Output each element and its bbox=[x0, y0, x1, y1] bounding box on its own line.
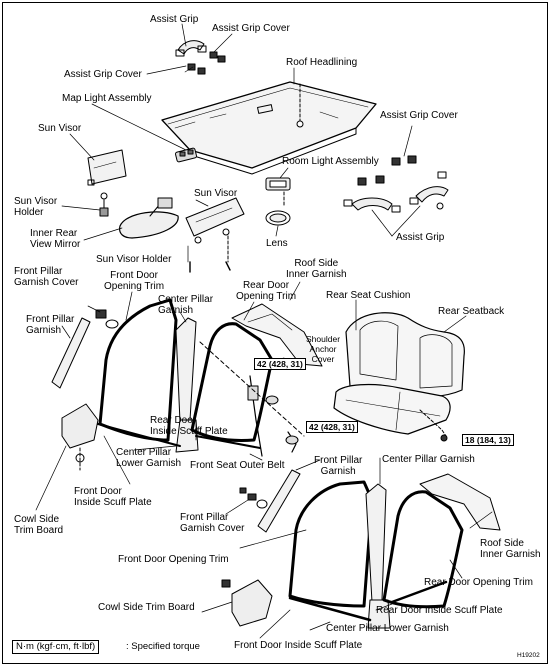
inner-rear-view-mirror-drawing bbox=[119, 197, 179, 239]
lower-front-pillar-drawing bbox=[239, 469, 301, 533]
front-pillar-garnish-left-drawing bbox=[51, 309, 119, 389]
assist-grip-top-drawing bbox=[175, 40, 226, 75]
label-sun-visor-holder-left: Sun Visor Holder bbox=[14, 196, 58, 218]
label-rear-seatback: Rear Seatback bbox=[438, 306, 505, 317]
label-front-pillar-garnish-cover-bottom: Front Pillar Garnish Cover bbox=[180, 512, 245, 534]
sun-visor-left-drawing bbox=[87, 149, 127, 217]
label-assist-grip-cover-left: Assist Grip Cover bbox=[64, 69, 142, 80]
assist-grip-right-drawing bbox=[343, 155, 449, 213]
label-rear-door-opening-trim-bottom: Rear Door Opening Trim bbox=[424, 577, 533, 588]
lower-front-door-opening-trim-drawing bbox=[288, 480, 374, 608]
label-inner-rear-view-mirror: Inner Rear View Mirror bbox=[30, 228, 81, 250]
torque-spec-3: 18 (184, 13) bbox=[462, 434, 514, 446]
cowl-side-trim-board-left-drawing bbox=[61, 403, 99, 471]
lower-roof-side-inner-garnish-drawing bbox=[419, 473, 501, 531]
torque-spec-1: 42 (428, 31) bbox=[254, 358, 306, 370]
front-door-opening-trim-top-drawing bbox=[98, 298, 178, 442]
torque-legend-text: : Specified torque bbox=[126, 641, 200, 652]
label-map-light-assembly: Map Light Assembly bbox=[62, 93, 152, 104]
lower-cowl-side-trim-board-drawing bbox=[221, 579, 273, 627]
label-front-door-inside-scuff-plate-top: Front Door Inside Scuff Plate bbox=[74, 486, 152, 508]
room-light-drawing bbox=[265, 177, 291, 226]
front-seat-outer-belt-drawing bbox=[199, 341, 305, 457]
label-front-door-inside-scuff-plate-bottom: Front Door Inside Scuff Plate bbox=[234, 640, 363, 651]
label-room-light-assembly: Room Light Assembly bbox=[282, 156, 379, 167]
label-shoulder-anchor-cover: Shoulder Anchor Cover bbox=[306, 334, 341, 364]
roof-side-inner-garnish-top-drawing bbox=[231, 303, 323, 367]
label-cowl-side-trim-board-left: Cowl Side Trim Board bbox=[14, 514, 64, 536]
label-assist-grip-cover-top: Assist Grip Cover bbox=[212, 23, 290, 34]
label-roof-headlining: Roof Headlining bbox=[286, 57, 358, 68]
rear-seat-drawing bbox=[333, 312, 465, 442]
label-front-seat-outer-belt: Front Seat Outer Belt bbox=[190, 460, 285, 471]
label-front-pillar-garnish-left: Front Pillar Garnish bbox=[26, 314, 75, 336]
label-assist-grip-top: Assist Grip bbox=[150, 14, 199, 25]
label-front-door-opening-trim-bottom: Front Door Opening Trim bbox=[118, 554, 229, 565]
label-cowl-side-trim-board-bottom: Cowl Side Trim Board bbox=[98, 602, 195, 613]
label-front-door-opening-trim-top: Front Door Opening Trim bbox=[104, 270, 165, 292]
label-front-pillar-garnish-bottom: Front Pillar Garnish bbox=[314, 455, 363, 477]
label-center-pillar-lower-garnish-top: Center Pillar Lower Garnish bbox=[116, 447, 182, 469]
lower-rear-door-opening-trim-drawing bbox=[382, 490, 464, 609]
label-roof-side-inner-garnish-top: Roof Side Inner Garnish bbox=[286, 258, 347, 280]
lower-scuff-plates-drawing bbox=[288, 580, 448, 622]
label-rear-door-opening-trim-top: Rear Door Opening Trim bbox=[236, 280, 297, 302]
figure-id: H19202 bbox=[517, 652, 540, 659]
label-sun-visor-mid: Sun Visor bbox=[194, 188, 238, 199]
map-light-drawing bbox=[175, 147, 197, 163]
label-rear-door-inside-scuff-plate-bottom: Rear Door Inside Scuff Plate bbox=[376, 605, 503, 616]
label-sun-visor-left: Sun Visor bbox=[38, 123, 82, 134]
center-pillar-top-drawing bbox=[97, 317, 274, 453]
label-rear-door-inside-scuff-plate-top: Rear Door Inside Scuff Plate bbox=[150, 415, 228, 437]
label-assist-grip-cover-right: Assist Grip Cover bbox=[380, 110, 458, 121]
sun-visor-mid-drawing bbox=[185, 197, 245, 273]
label-center-pillar-garnish-bottom: Center Pillar Garnish bbox=[382, 454, 475, 465]
label-assist-grip-right: Assist Grip bbox=[396, 232, 445, 243]
label-rear-seat-cushion: Rear Seat Cushion bbox=[326, 290, 411, 301]
torque-legend-unit: N·m (kgf·cm, ft·lbf) bbox=[12, 640, 100, 654]
label-front-pillar-garnish-cover-top: Front Pillar Garnish Cover bbox=[14, 266, 79, 288]
label-lens: Lens bbox=[266, 238, 288, 249]
torque-spec-2: 42 (428, 31) bbox=[306, 421, 358, 433]
label-center-pillar-garnish-top: Center Pillar Garnish bbox=[158, 294, 214, 316]
label-center-pillar-lower-garnish-bottom: Center Pillar Lower Garnish bbox=[326, 623, 449, 634]
label-sun-visor-holder-mid: Sun Visor Holder bbox=[96, 254, 172, 265]
label-roof-side-inner-garnish-bottom: Roof Side Inner Garnish bbox=[480, 538, 541, 560]
